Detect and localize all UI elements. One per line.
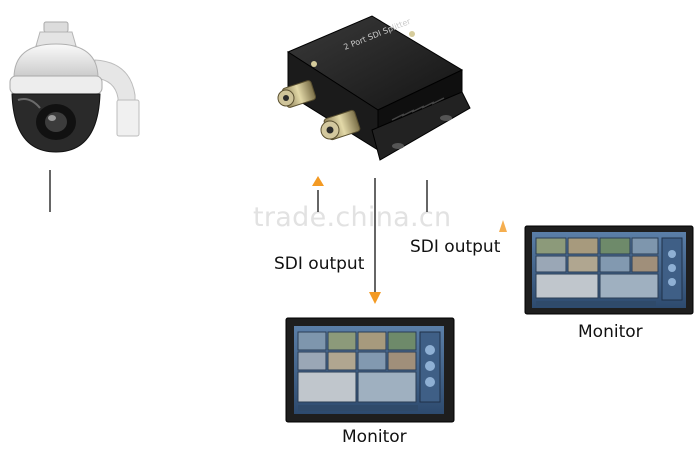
monitor-label-bottom: Monitor xyxy=(342,427,407,447)
input-arrow-icon xyxy=(312,176,324,186)
monitor-right-icon xyxy=(524,225,694,315)
sdi-splitter-device-icon: 2 Port SDI Splitter xyxy=(277,15,471,161)
sdi-output-label-left: SDI output xyxy=(274,254,365,274)
monitor-bottom-icon xyxy=(285,317,455,423)
output2-arrow-icon xyxy=(499,220,507,232)
watermark-text: trade.china.cn xyxy=(253,202,452,233)
sdi-output-label-right: SDI output xyxy=(410,237,501,257)
monitor-label-right: Monitor xyxy=(578,322,643,342)
dome-camera-icon xyxy=(9,21,140,153)
output1-arrow-icon xyxy=(369,292,381,304)
